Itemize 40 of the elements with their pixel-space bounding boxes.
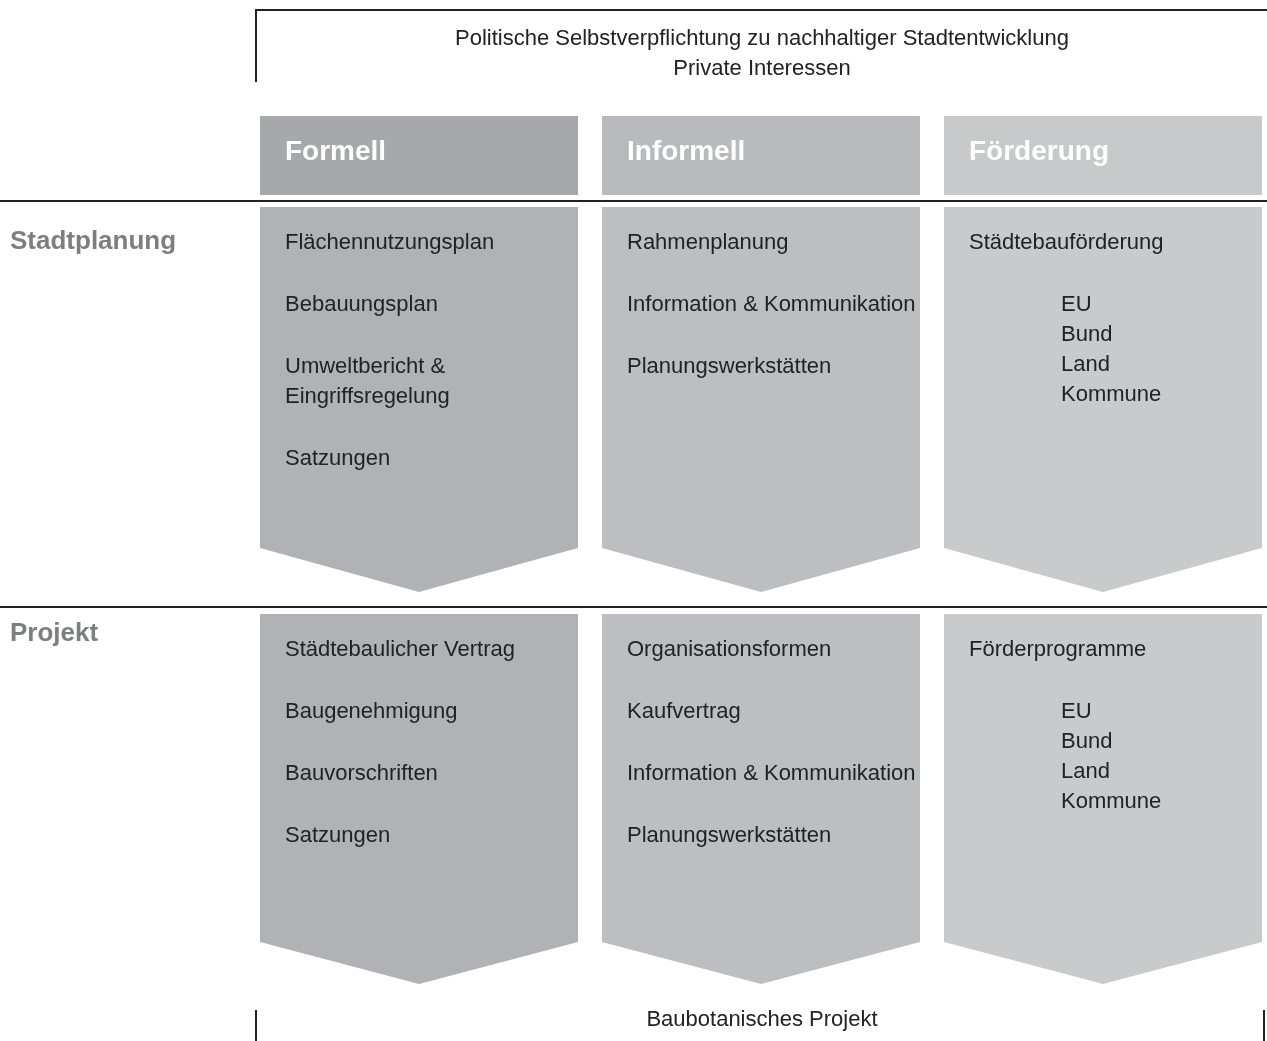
list-item-text: Information & Kommunikation (627, 290, 916, 318)
list-item-text: Bund (1061, 727, 1113, 755)
list-item-text: Organisationsformen (627, 635, 832, 663)
list-item-text: EU (1061, 290, 1092, 318)
list-item-text: Kommune (1061, 380, 1162, 408)
footer-text: Baubotanisches Projekt (645, 1005, 879, 1033)
list-item-text: Planungswerkstätten (627, 821, 832, 849)
chevron-arrow-shape (602, 614, 920, 984)
list-item-text: Land (1061, 350, 1110, 378)
list-item-text: Bebauungsplan (285, 290, 438, 318)
column-header: Informell (602, 116, 920, 195)
row-label: Stadtplanung (10, 225, 177, 256)
bracket-frame (255, 1010, 1267, 1041)
list-item-text: Flächennutzungsplan (285, 228, 495, 256)
list-item-text: Bund (1061, 320, 1113, 348)
column-header: Formell (260, 116, 578, 195)
chevron-arrow-shape (260, 207, 578, 592)
list-item-text: Städtebauförderung (969, 228, 1164, 256)
list-item-text: EU (1061, 697, 1092, 725)
list-item-text: Städtebaulicher Vertrag (285, 635, 515, 663)
chevron-arrow-shape (260, 614, 578, 984)
list-item-text: Förderprogramme (969, 635, 1147, 663)
list-item-text: Kommune (1061, 787, 1162, 815)
list-item-text: Planungswerkstätten (627, 352, 832, 380)
heading-text: Private Interessen (672, 54, 852, 82)
list-item-text: Baugenehmigung (285, 697, 458, 725)
list-item-text: Satzungen (285, 444, 391, 472)
list-item-text: Land (1061, 757, 1110, 785)
list-item-text: Kaufvertrag (627, 697, 741, 725)
heading-text: Politische Selbstverpflichtung zu nachhaltiger Stadtentwicklung (454, 24, 1070, 52)
bracket-frame (255, 9, 1267, 82)
list-item-text: Information & Kommunikation (627, 759, 916, 787)
chevron-arrow-shape (602, 207, 920, 592)
list-item-text: Bauvorschriften (285, 759, 438, 787)
chevron-arrow-shape (944, 207, 1262, 592)
list-item-text: Rahmenplanung (627, 228, 789, 256)
list-item-text: Satzungen (285, 821, 391, 849)
row-label: Projekt (10, 617, 99, 648)
list-item-text: Umweltbericht & Eingriffsregelung (285, 352, 451, 410)
chevron-arrow-shape (944, 614, 1262, 984)
